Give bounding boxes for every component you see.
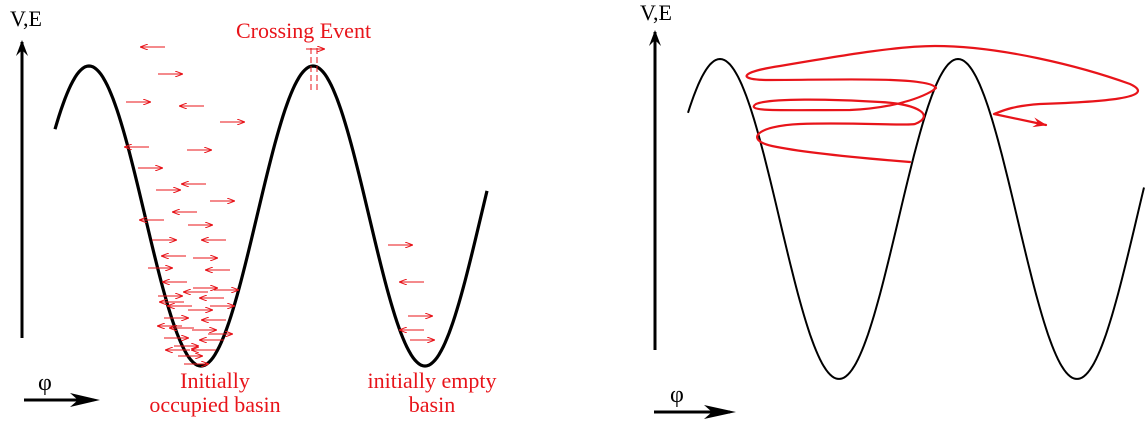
left-potential-curve [53,64,489,368]
left-y-axis [16,40,28,338]
right-y-axis [649,30,661,350]
trajectory-path [745,44,1139,164]
occupied-basin-label-line2: occupied basin [149,392,280,417]
left-x-axis-label: φ [38,370,52,396]
crossing-event-label: Crossing Event [236,18,371,43]
crossing-event-marker [306,48,324,92]
occupied-basin-label-line1: Initially [180,368,250,393]
right-x-axis-arrow [654,405,736,419]
right-y-axis-label: V,E [640,0,672,25]
particle-arrows [125,47,434,364]
empty-basin-label-line2: basin [409,392,455,417]
left-panel: V,E φ Crossing Event Initially occupied … [10,6,496,417]
right-x-axis-label: φ [670,382,684,408]
left-y-axis-label: V,E [10,6,42,31]
left-x-axis-arrow [24,393,100,407]
empty-basin-label-line1: initially empty [368,368,497,393]
right-potential-curve [687,58,1145,380]
right-panel: V,E φ [640,0,1145,419]
